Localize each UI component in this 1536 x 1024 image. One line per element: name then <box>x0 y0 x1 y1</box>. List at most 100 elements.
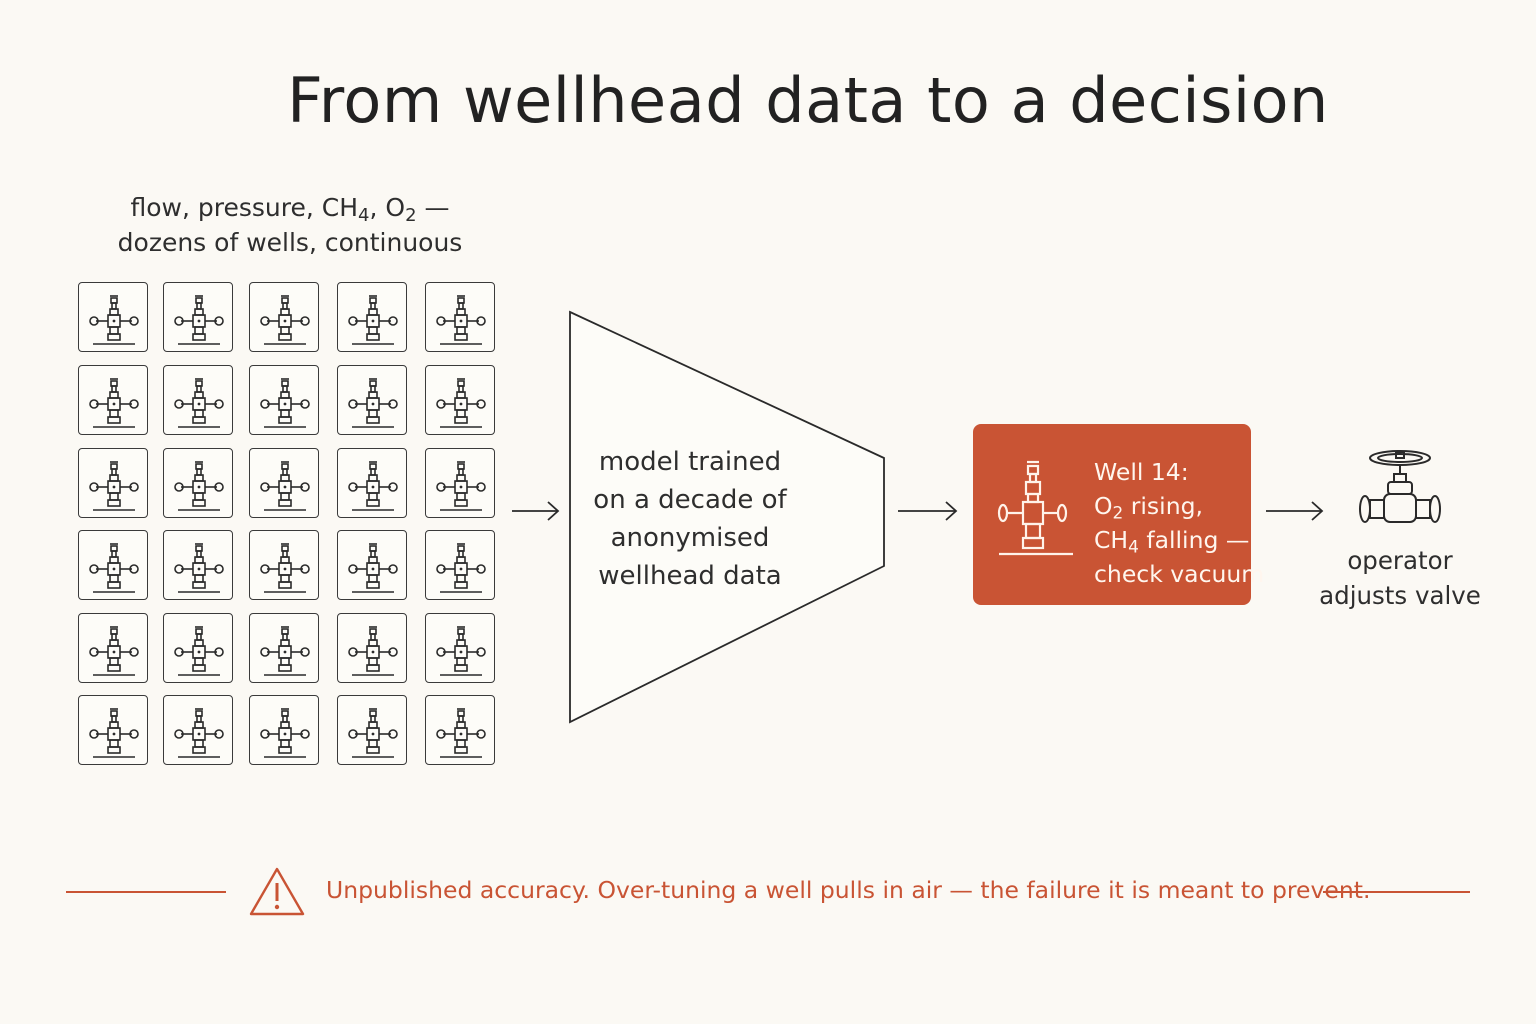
wellhead-icon <box>174 543 224 593</box>
warning-divider-right <box>1323 891 1470 893</box>
wellhead-icon <box>260 543 310 593</box>
wellhead-icon <box>436 626 486 676</box>
alert-text-falling: falling — <box>1138 526 1250 554</box>
well-tile <box>78 448 148 518</box>
well-tile <box>425 365 495 435</box>
wellhead-icon <box>997 460 1073 556</box>
well-tile <box>163 448 233 518</box>
alert-subscript-o2: 2 <box>1112 502 1124 523</box>
well-tile <box>425 695 495 765</box>
alert-subscript-ch4: 4 <box>1128 536 1139 557</box>
well-grid <box>78 282 500 768</box>
page-title: From wellhead data to a decision <box>287 64 1329 137</box>
well-tile <box>249 613 319 683</box>
well-tile <box>425 613 495 683</box>
well-tile <box>163 365 233 435</box>
arrow-right-icon <box>1266 501 1324 521</box>
model-label-line: anonymised <box>610 523 770 553</box>
well-tile <box>337 448 407 518</box>
wellhead-icon <box>348 708 398 758</box>
well-tile <box>249 282 319 352</box>
well-tile <box>249 365 319 435</box>
model-label-line: on a decade of <box>593 485 787 515</box>
well-tile <box>163 695 233 765</box>
well-tile <box>425 448 495 518</box>
well-tile <box>337 530 407 600</box>
wellhead-icon <box>174 461 224 511</box>
wellhead-icon <box>174 708 224 758</box>
well-tile <box>425 282 495 352</box>
operator-label: operator adjusts valve <box>1310 543 1490 613</box>
wellhead-icon <box>436 461 486 511</box>
model-funnel-shape <box>569 310 885 724</box>
wellhead-icon <box>436 708 486 758</box>
warning-divider-left <box>66 891 226 893</box>
wellhead-icon <box>436 295 486 345</box>
wellhead-icon <box>260 461 310 511</box>
well-tile <box>78 530 148 600</box>
wellhead-icon <box>174 378 224 428</box>
well-tile <box>337 365 407 435</box>
wellhead-icon <box>260 378 310 428</box>
well-tile <box>78 365 148 435</box>
operator-label-line: operator <box>1347 546 1453 575</box>
wellhead-icon <box>89 295 139 345</box>
wellhead-icon <box>348 295 398 345</box>
alert-text-o: O <box>1094 492 1113 520</box>
wellhead-icon <box>260 626 310 676</box>
well-tile <box>337 282 407 352</box>
well-tile <box>337 613 407 683</box>
wellhead-icon <box>348 543 398 593</box>
input-caption: flow, pressure, CH4, O2 — dozens of well… <box>60 190 520 260</box>
alert-line: O2 rising, <box>1094 489 1250 523</box>
well-alert-text: Well 14: O2 rising, CH4 falling — check … <box>1094 455 1265 591</box>
warning-text: Unpublished accuracy. Over-tuning a well… <box>326 876 1371 904</box>
arrow-right-icon <box>898 501 958 521</box>
warning-triangle-icon <box>249 867 305 916</box>
valve-icon <box>1359 450 1441 523</box>
well-tile <box>78 613 148 683</box>
caption-text-b: , O <box>369 193 406 222</box>
operator-label-line: adjusts valve <box>1319 581 1481 610</box>
well-tile <box>249 695 319 765</box>
input-caption-line1: flow, pressure, CH4, O2 — <box>60 190 520 225</box>
wellhead-icon <box>89 543 139 593</box>
wellhead-icon <box>348 626 398 676</box>
caption-subscript-ch4: 4 <box>358 205 370 227</box>
well-tile <box>163 613 233 683</box>
wellhead-icon <box>436 543 486 593</box>
alert-line: CH4 falling — <box>1094 523 1250 557</box>
arrow-right-icon <box>512 501 560 521</box>
well-tile <box>78 695 148 765</box>
wellhead-icon <box>260 708 310 758</box>
wellhead-icon <box>89 626 139 676</box>
well-tile <box>163 282 233 352</box>
alert-line: check vacuum <box>1094 560 1265 588</box>
caption-text-a: flow, pressure, CH <box>130 193 359 222</box>
well-tile <box>425 530 495 600</box>
well-alert-card[interactable]: Well 14: O2 rising, CH4 falling — check … <box>973 424 1265 605</box>
well-tile <box>163 530 233 600</box>
wellhead-icon <box>89 708 139 758</box>
wellhead-icon <box>89 378 139 428</box>
wellhead-icon <box>174 626 224 676</box>
model-label-line: wellhead data <box>598 561 782 591</box>
well-tile <box>249 530 319 600</box>
caption-subscript-o2: 2 <box>405 205 417 227</box>
alert-line: Well 14: <box>1094 458 1189 486</box>
wellhead-icon <box>348 378 398 428</box>
model-label: model trained on a decade of anonymised … <box>585 443 795 595</box>
caption-text-c: — <box>416 193 450 222</box>
well-tile <box>78 282 148 352</box>
well-tile <box>249 448 319 518</box>
model-label-line: model trained <box>598 447 782 477</box>
alert-text-rising: rising, <box>1123 492 1203 520</box>
alert-text-ch: CH <box>1094 526 1129 554</box>
wellhead-icon <box>348 461 398 511</box>
wellhead-icon <box>89 461 139 511</box>
input-caption-line2: dozens of wells, continuous <box>117 228 463 257</box>
well-tile <box>337 695 407 765</box>
wellhead-icon <box>174 295 224 345</box>
wellhead-icon <box>260 295 310 345</box>
wellhead-icon <box>436 378 486 428</box>
